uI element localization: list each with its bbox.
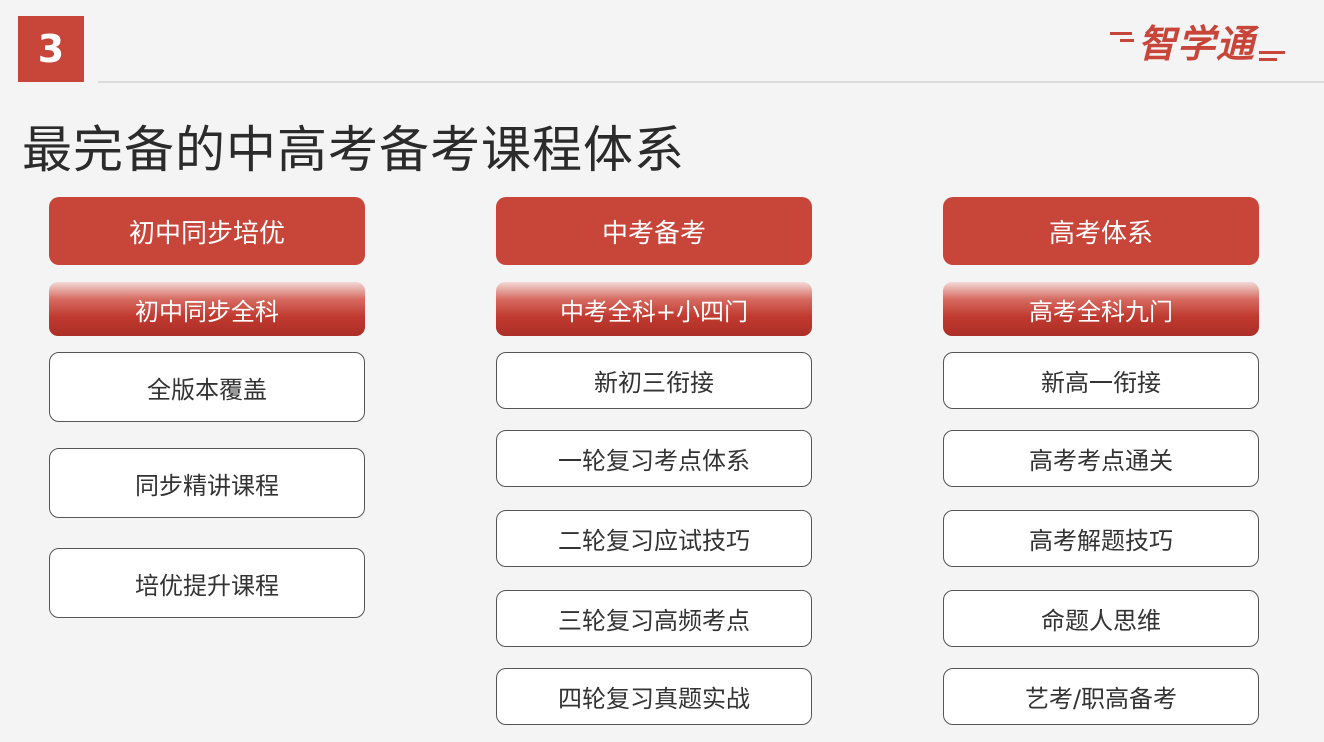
column-subheader: 初中同步全科 xyxy=(49,282,365,336)
course-item: 一轮复习考点体系 xyxy=(496,430,812,487)
course-item: 命题人思维 xyxy=(943,590,1259,647)
column-subheader: 高考全科九门 xyxy=(943,282,1259,336)
course-item: 高考考点通关 xyxy=(943,430,1259,487)
brand-logo: 智学通 xyxy=(1108,20,1314,68)
slide-number: 3 xyxy=(37,27,65,71)
course-item: 四轮复习真题实战 xyxy=(496,668,812,725)
course-item: 新初三衔接 xyxy=(496,352,812,409)
header-divider xyxy=(98,81,1324,83)
course-item: 全版本覆盖 xyxy=(49,352,365,422)
column-header: 初中同步培优 xyxy=(49,197,365,265)
column-subheader: 中考全科+小四门 xyxy=(496,282,812,336)
slide-number-badge: 3 xyxy=(18,16,84,82)
course-item: 同步精讲课程 xyxy=(49,448,365,518)
course-item: 二轮复习应试技巧 xyxy=(496,510,812,567)
column-header: 高考体系 xyxy=(943,197,1259,265)
column-header: 中考备考 xyxy=(496,197,812,265)
course-item: 培优提升课程 xyxy=(49,548,365,618)
course-item: 三轮复习高频考点 xyxy=(496,590,812,647)
logo-speed-lines-right-icon xyxy=(1255,24,1289,64)
course-item: 新高一衔接 xyxy=(943,352,1259,409)
page-title: 最完备的中高考备考课程体系 xyxy=(22,121,685,179)
course-item: 艺考/职高备考 xyxy=(943,668,1259,725)
course-item: 高考解题技巧 xyxy=(943,510,1259,567)
logo-text: 智学通 xyxy=(1138,22,1256,66)
logo-speed-lines-left-icon xyxy=(1108,24,1138,64)
